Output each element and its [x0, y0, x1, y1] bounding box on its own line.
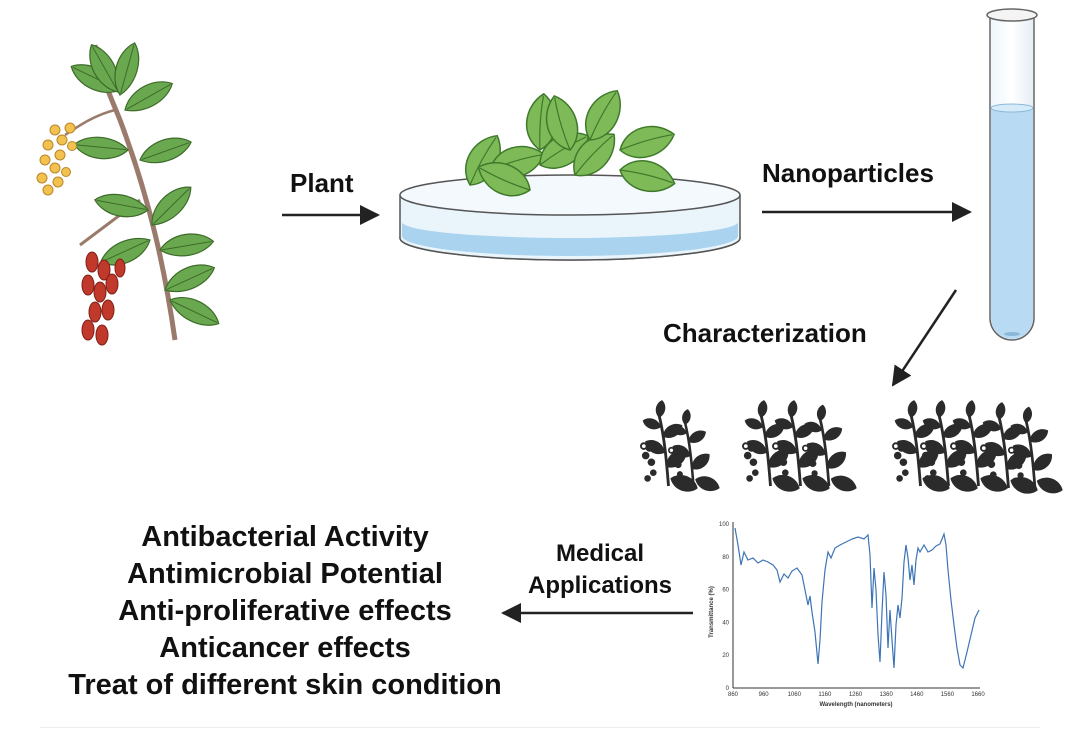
medical-label-line-2: Applications: [527, 572, 672, 599]
application-item: Antimicrobial Potential: [127, 558, 443, 590]
medical-label-line-1: Medical: [555, 540, 645, 567]
spectrum-y-tick: 100: [719, 522, 730, 528]
spectrum-x-tick: 860: [728, 692, 739, 698]
characterization-arrow: [891, 289, 958, 387]
spectrum-y-tick: 60: [722, 588, 729, 594]
spectrum-x-tick: 1060: [788, 692, 802, 698]
bottom-divider: [40, 727, 1040, 728]
spectrum-x-tick: 960: [759, 692, 770, 698]
spectrum-y-tick: 40: [722, 620, 729, 626]
medical-applications-label: Medical Applications: [505, 538, 695, 602]
nanoparticles-label: Nanoparticles: [762, 158, 934, 188]
spectrum-x-tick: 1160: [818, 692, 832, 698]
application-item: Anticancer effects: [159, 632, 411, 664]
spectrum-x-tick: 1560: [941, 692, 955, 698]
spectrum-x-tick: 1460: [910, 692, 924, 698]
spectrum-x-tick: 1360: [879, 692, 893, 698]
plant-label: Plant: [290, 168, 354, 198]
ftir-spectrum: 0 20 40 60 80 100 860 960 1060 1160 1260 1360 1460 1…: [709, 522, 985, 708]
petri-dish-illustration: [399, 82, 741, 261]
application-item: Treat of different skin condition: [68, 669, 502, 701]
spectrum-y-axis-label: Transmittance (%): [709, 586, 715, 638]
test-tube-illustration: [986, 8, 1038, 341]
spectrum-x-tick: 1260: [849, 692, 863, 698]
barberry-plant-illustration: [36, 39, 225, 346]
spectrum-x-axis-label: Wavelength (nanometers): [819, 702, 892, 708]
spectrum-line: [734, 527, 980, 670]
applications-list: Antibacterial Activity Antimicrobial Pot…: [30, 519, 540, 704]
plant-silhouettes: [641, 399, 1065, 497]
spectrum-x-tick: 1660: [971, 692, 985, 698]
characterization-label: Characterization: [663, 318, 867, 348]
application-item: Anti-proliferative effects: [118, 595, 452, 627]
spectrum-y-tick: 0: [726, 686, 730, 692]
spectrum-y-tick: 20: [722, 653, 729, 659]
application-item: Antibacterial Activity: [141, 521, 429, 553]
spectrum-y-tick: 80: [722, 555, 729, 561]
